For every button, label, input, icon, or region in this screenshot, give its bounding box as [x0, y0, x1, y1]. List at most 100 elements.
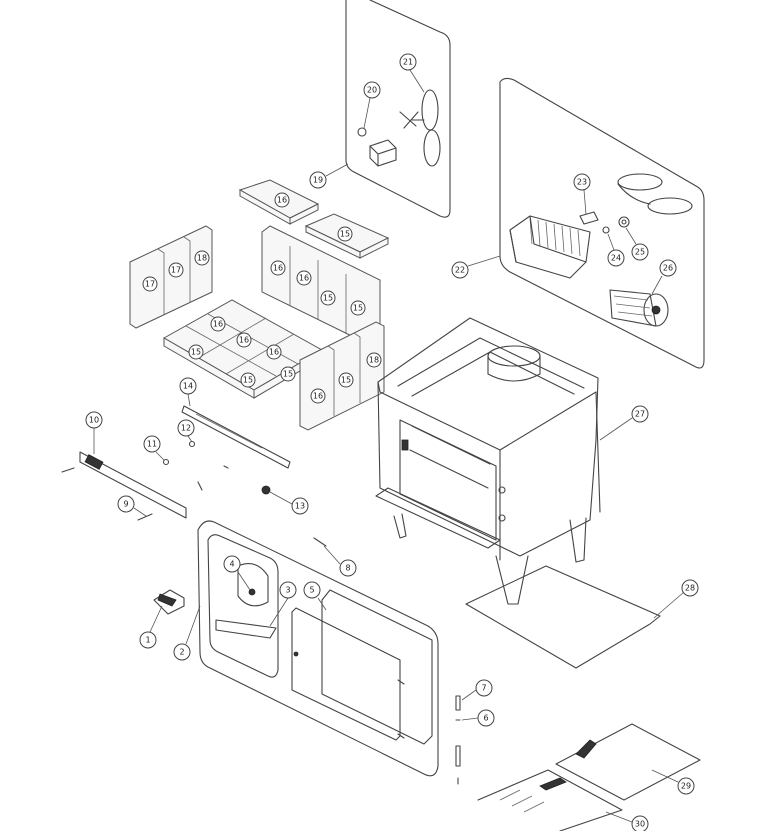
- callout-22: 22: [451, 255, 501, 279]
- brick-label: 16: [270, 260, 286, 276]
- svg-text:18: 18: [369, 356, 379, 365]
- callout-21: 21: [399, 53, 425, 93]
- svg-text:18: 18: [197, 254, 207, 263]
- brick-label: 16: [310, 388, 326, 404]
- brick-labels: 16 15 17 17 18 16 16 15 15 16 16 15 16 1…: [142, 192, 382, 404]
- callout-11: 11: [143, 435, 165, 461]
- brick-label: 18: [194, 250, 210, 266]
- svg-text:3: 3: [285, 586, 290, 595]
- brick-label: 17: [142, 276, 158, 292]
- svg-text:15: 15: [353, 304, 363, 313]
- callout-20: 20: [363, 81, 381, 129]
- firebricks: [129, 179, 390, 431]
- floor-plate: [465, 565, 661, 669]
- svg-text:16: 16: [313, 392, 323, 401]
- svg-text:16: 16: [239, 336, 249, 345]
- brick-label: 15: [338, 372, 354, 388]
- svg-text:10: 10: [89, 416, 99, 425]
- brick-label: 16: [296, 270, 312, 286]
- callouts: 1 2 3 4 5 6 7 8 9 10 11 12 13 14 19 20 2…: [85, 53, 699, 831]
- svg-text:16: 16: [299, 274, 309, 283]
- svg-text:15: 15: [340, 230, 350, 239]
- callout-3: 3: [269, 581, 297, 627]
- callout-4: 4: [223, 555, 251, 591]
- brick-label: 15: [337, 226, 353, 242]
- svg-text:17: 17: [171, 266, 181, 275]
- svg-text:6: 6: [483, 714, 488, 723]
- callout-10: 10: [85, 411, 103, 454]
- svg-text:14: 14: [183, 382, 193, 391]
- svg-text:24: 24: [611, 254, 621, 263]
- panel-19-kit: [345, 0, 451, 218]
- callout-23: 23: [573, 173, 591, 215]
- svg-text:15: 15: [283, 370, 293, 379]
- svg-text:16: 16: [273, 264, 283, 273]
- svg-text:2: 2: [179, 648, 184, 657]
- svg-text:15: 15: [341, 376, 351, 385]
- callout-5: 5: [303, 581, 327, 611]
- air-control-parts: [61, 405, 327, 547]
- brick-label: 16: [236, 332, 252, 348]
- callout-7: 7: [461, 679, 493, 701]
- svg-text:7: 7: [481, 684, 486, 693]
- manuals: [477, 723, 701, 831]
- callout-8: 8: [323, 545, 357, 577]
- svg-text:20: 20: [367, 86, 377, 95]
- svg-text:16: 16: [213, 320, 223, 329]
- brick-label: 15: [240, 372, 256, 388]
- svg-text:29: 29: [681, 782, 691, 791]
- svg-text:1: 1: [145, 636, 150, 645]
- callout-30: 30: [605, 811, 649, 831]
- svg-text:17: 17: [145, 280, 155, 289]
- brick-label: 15: [280, 366, 296, 382]
- brick-label: 17: [168, 262, 184, 278]
- svg-text:4: 4: [229, 560, 234, 569]
- svg-text:26: 26: [663, 264, 673, 273]
- svg-text:22: 22: [455, 266, 465, 275]
- callout-12: 12: [177, 419, 195, 443]
- svg-text:27: 27: [635, 410, 645, 419]
- svg-text:16: 16: [269, 348, 279, 357]
- door-assembly: [153, 520, 439, 777]
- callout-1: 1: [139, 605, 163, 649]
- svg-text:21: 21: [403, 58, 413, 67]
- callout-9: 9: [117, 495, 147, 517]
- stove-body: [375, 317, 601, 605]
- callout-28: 28: [653, 579, 699, 619]
- brick-label: 16: [274, 192, 290, 208]
- svg-text:13: 13: [295, 502, 305, 511]
- brick-label: 16: [210, 316, 226, 332]
- brick-label: 16: [266, 344, 282, 360]
- callout-13: 13: [269, 491, 309, 515]
- brick-label: 15: [320, 290, 336, 306]
- svg-text:15: 15: [191, 348, 201, 357]
- svg-text:8: 8: [345, 564, 350, 573]
- hardware-6-7: [455, 695, 461, 785]
- callout-14: 14: [179, 377, 197, 407]
- svg-text:9: 9: [123, 500, 128, 509]
- svg-text:15: 15: [323, 294, 333, 303]
- svg-text:15: 15: [243, 376, 253, 385]
- brick-label: 18: [366, 352, 382, 368]
- svg-text:16: 16: [277, 196, 287, 205]
- svg-text:25: 25: [635, 248, 645, 257]
- callout-6: 6: [461, 709, 495, 727]
- svg-text:19: 19: [313, 176, 323, 185]
- svg-text:12: 12: [181, 424, 191, 433]
- brick-label: 15: [188, 344, 204, 360]
- callout-29: 29: [651, 769, 695, 795]
- callout-24: 24: [607, 233, 625, 267]
- panel-22-blower: [499, 77, 705, 369]
- callout-25: 25: [625, 227, 649, 261]
- brick-label: 15: [350, 300, 366, 316]
- svg-text:5: 5: [309, 586, 314, 595]
- callout-26: 26: [651, 259, 677, 295]
- callout-19: 19: [309, 163, 349, 189]
- callout-2: 2: [173, 605, 201, 661]
- svg-text:30: 30: [635, 820, 645, 829]
- svg-text:28: 28: [685, 584, 695, 593]
- svg-text:23: 23: [577, 178, 587, 187]
- svg-text:11: 11: [147, 440, 157, 449]
- callout-27: 27: [599, 405, 649, 441]
